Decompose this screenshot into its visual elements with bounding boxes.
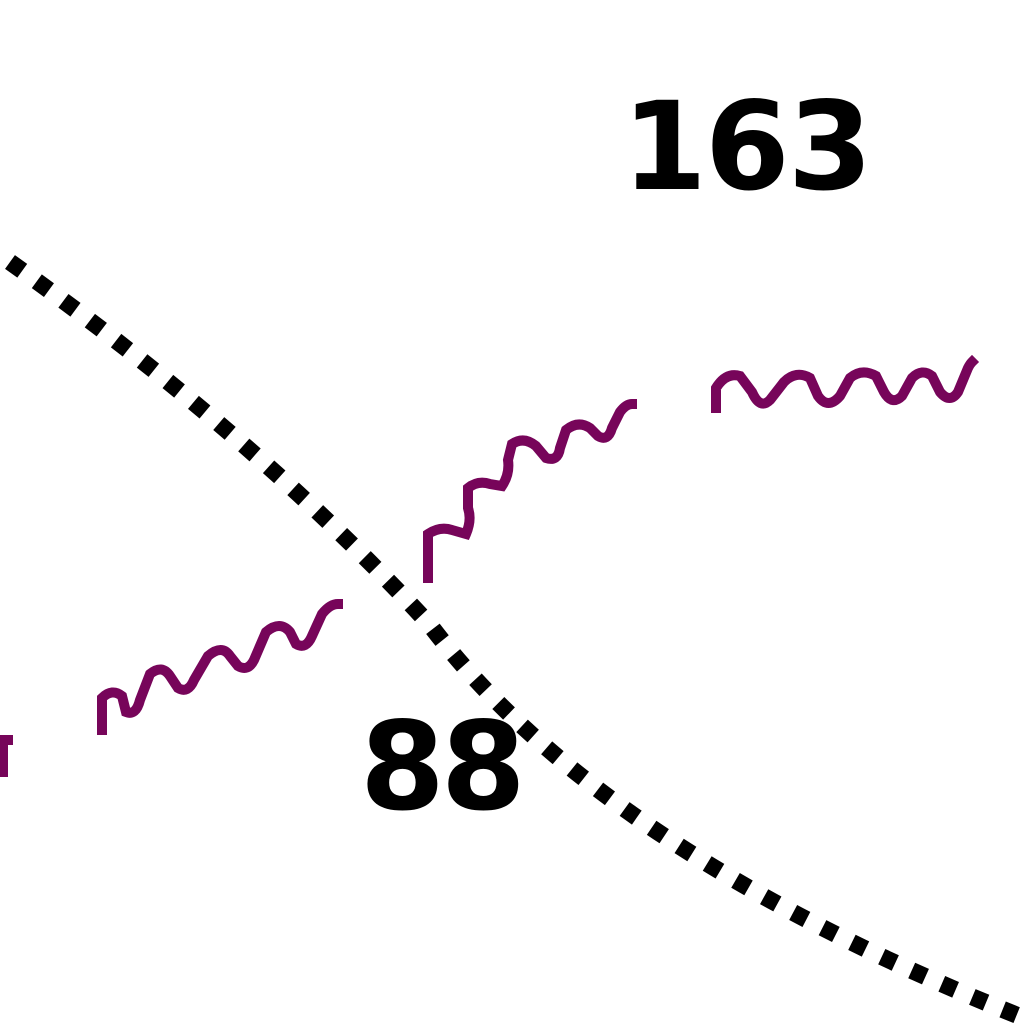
route-segment-west-edge bbox=[0, 735, 13, 777]
route-segment-upper bbox=[711, 354, 980, 413]
road-number-label-163: 163 bbox=[622, 76, 873, 218]
road-number-label-88: 88 bbox=[360, 696, 526, 838]
route-segment-lower bbox=[97, 598, 344, 735]
dotted-boundary-line bbox=[5, 255, 1024, 1026]
route-segment-middle bbox=[423, 398, 638, 583]
wavy-route-line bbox=[0, 354, 980, 777]
